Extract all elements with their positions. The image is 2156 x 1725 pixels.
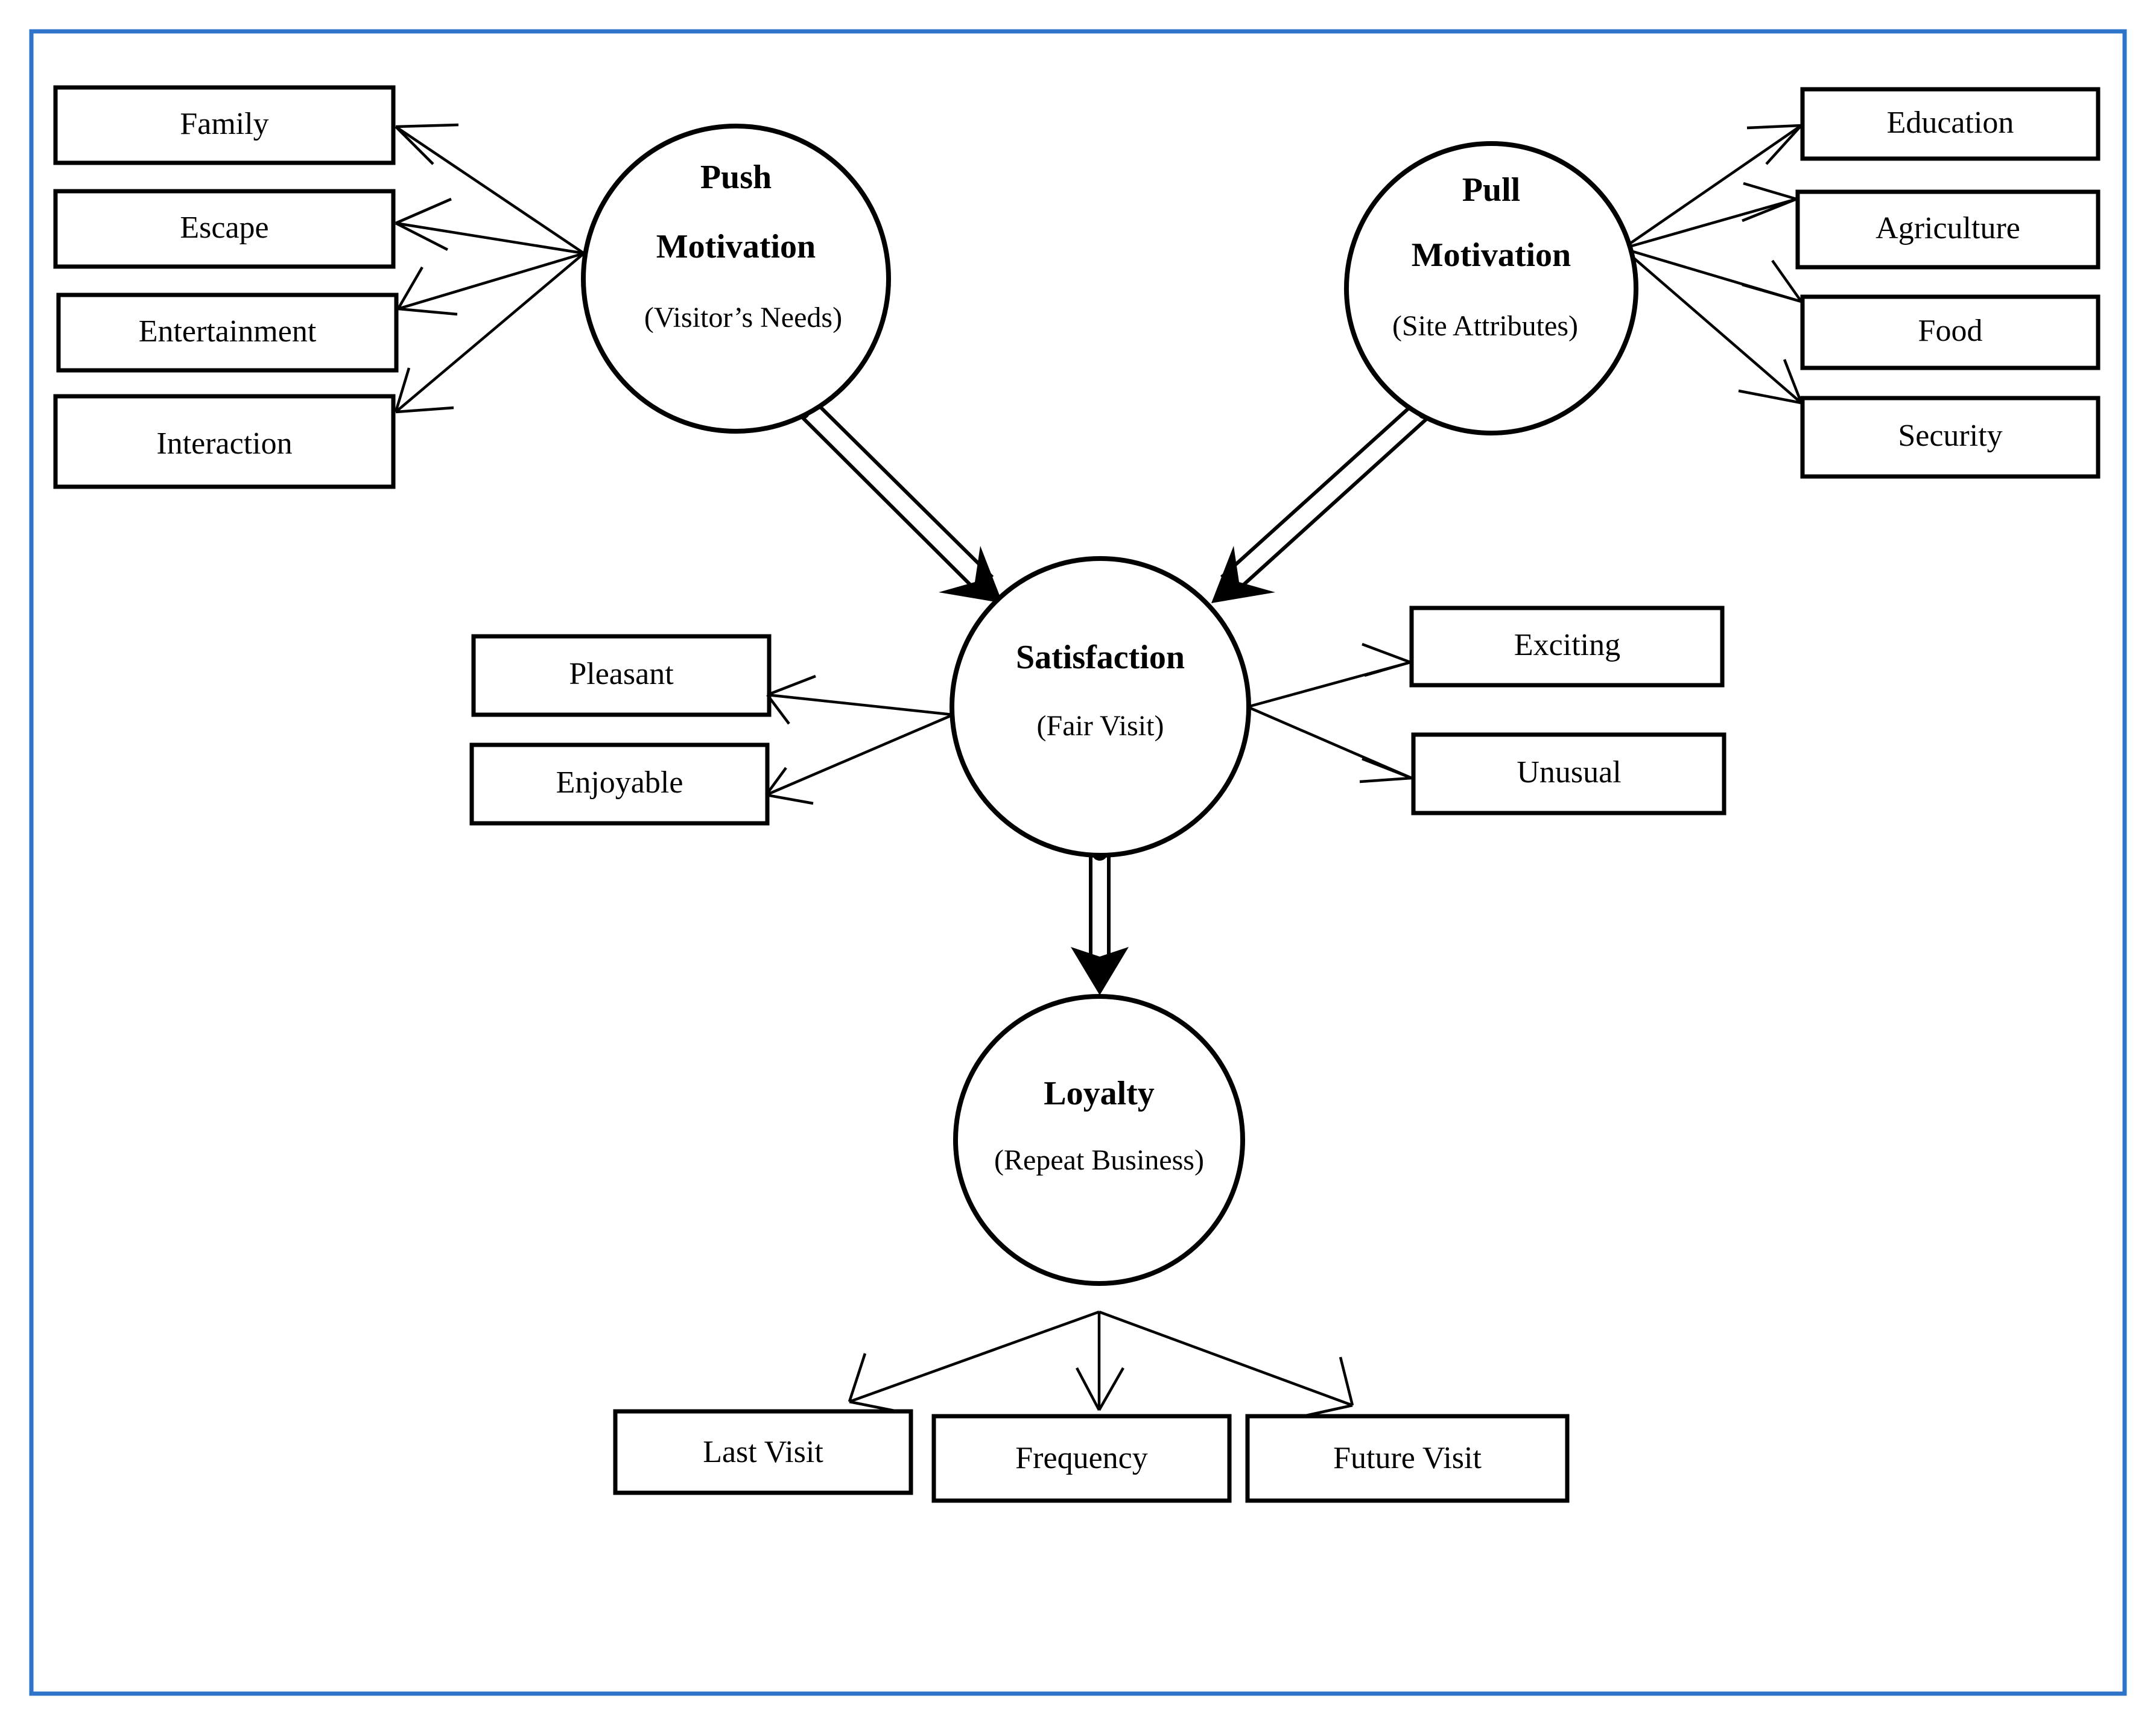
arrow-satisfaction-to-loyalty <box>1071 845 1129 995</box>
arrow-push-to-family <box>395 123 585 255</box>
arrow-pull-to-security <box>1622 247 1803 405</box>
satisfaction-right-group: Exciting Unusual <box>1409 606 1726 815</box>
box-enjoyable[interactable]: Enjoyable <box>469 742 770 826</box>
node-pull-subtitle: (Site Attributes) <box>1392 310 1578 342</box>
box-entertainment-label: Entertainment <box>139 314 317 349</box>
box-last-visit-label: Last Visit <box>703 1435 823 1469</box>
node-pull-title2: Motivation <box>1412 236 1571 274</box>
diagram-outer-border <box>29 29 2127 1696</box>
arrow-push-to-interaction <box>394 252 585 414</box>
push-indicator-group: Family Escape Entertainment Interaction <box>53 85 399 489</box>
box-interaction[interactable]: Interaction <box>53 394 396 489</box>
arrow-satisfaction-to-unusual <box>1247 705 1412 783</box>
box-education[interactable]: Education <box>1800 87 2101 161</box>
box-future-visit-label: Future Visit <box>1333 1441 1482 1475</box>
arrow-satisfaction-to-enjoyable <box>765 713 954 805</box>
arrow-pull-to-satisfaction <box>1211 401 1433 603</box>
box-entertainment[interactable]: Entertainment <box>56 293 399 373</box>
arrow-pull-to-agriculture <box>1622 182 1797 250</box>
box-escape[interactable]: Escape <box>53 189 396 269</box>
box-future-visit[interactable]: Future Visit <box>1245 1414 1570 1503</box>
box-education-label: Education <box>1887 106 2014 140</box>
node-push-title2: Motivation <box>656 228 816 265</box>
loyalty-to-indicator-arrows <box>848 1310 1354 1418</box>
satisfaction-to-right-arrows <box>1247 642 1412 783</box>
pull-to-indicator-arrows <box>1622 124 1803 405</box>
box-exciting-label: Exciting <box>1514 628 1620 662</box>
satisfaction-left-group: Pleasant Enjoyable <box>469 634 772 826</box>
box-agriculture[interactable]: Agriculture <box>1795 189 2101 270</box>
node-pull-title: Pull <box>1462 171 1520 209</box>
box-family-label: Family <box>180 107 268 141</box>
node-push-motivation[interactable]: Push Motivation (Visitor’s Needs) <box>581 124 891 434</box>
loyalty-indicator-group: Last Visit Frequency Future Visit <box>613 1409 1570 1503</box>
box-food-label: Food <box>1918 314 1983 348</box>
node-satisfaction[interactable]: Satisfaction (Fair Visit) <box>950 556 1251 858</box>
box-interaction-label: Interaction <box>156 426 292 461</box>
arrow-satisfaction-to-pleasant <box>766 674 954 725</box>
box-agriculture-label: Agriculture <box>1875 211 2020 245</box>
box-pleasant-label: Pleasant <box>569 657 674 691</box>
box-unusual-label: Unusual <box>1517 755 1621 790</box>
arrow-push-to-satisfaction <box>794 401 1003 603</box>
pull-indicator-group: Education Agriculture Food Security <box>1795 87 2101 479</box>
box-frequency-label: Frequency <box>1015 1441 1147 1475</box>
arrow-satisfaction-to-exciting <box>1247 642 1411 709</box>
node-loyalty-title: Loyalty <box>1044 1075 1155 1112</box>
arrow-pull-to-food <box>1622 247 1802 303</box>
box-escape-label: Escape <box>180 210 268 245</box>
arrow-push-to-entertainment <box>397 252 585 316</box>
push-to-indicator-arrows <box>394 123 585 414</box>
node-push-title: Push <box>700 159 772 196</box>
node-push-subtitle: (Visitor’s Needs) <box>644 302 842 334</box>
box-last-visit[interactable]: Last Visit <box>613 1409 913 1495</box>
arrow-loyalty-to-frequency <box>1076 1312 1124 1411</box>
box-food[interactable]: Food <box>1800 294 2101 370</box>
box-security-label: Security <box>1898 419 2002 453</box>
node-pull-motivation[interactable]: Pull Motivation (Site Attributes) <box>1344 141 1638 435</box>
node-loyalty-subtitle: (Repeat Business) <box>994 1144 1204 1176</box>
node-loyalty[interactable]: Loyalty (Repeat Business) <box>953 994 1245 1286</box>
arrow-loyalty-to-last-visit <box>848 1310 1100 1413</box>
arrow-pull-to-education <box>1622 124 1802 250</box>
box-enjoyable-label: Enjoyable <box>556 765 683 800</box>
box-unusual[interactable]: Unusual <box>1411 732 1726 815</box>
arrow-loyalty-to-future-visit <box>1099 1310 1354 1418</box>
box-family[interactable]: Family <box>53 85 396 165</box>
box-frequency[interactable]: Frequency <box>931 1414 1232 1503</box>
node-satisfaction-title: Satisfaction <box>1016 639 1185 676</box>
arrow-push-to-escape <box>395 197 585 255</box>
box-exciting[interactable]: Exciting <box>1409 606 1725 688</box>
box-pleasant[interactable]: Pleasant <box>471 634 772 717</box>
node-satisfaction-subtitle: (Fair Visit) <box>1037 710 1164 742</box>
box-security[interactable]: Security <box>1800 396 2101 479</box>
satisfaction-to-left-arrows <box>765 674 954 805</box>
